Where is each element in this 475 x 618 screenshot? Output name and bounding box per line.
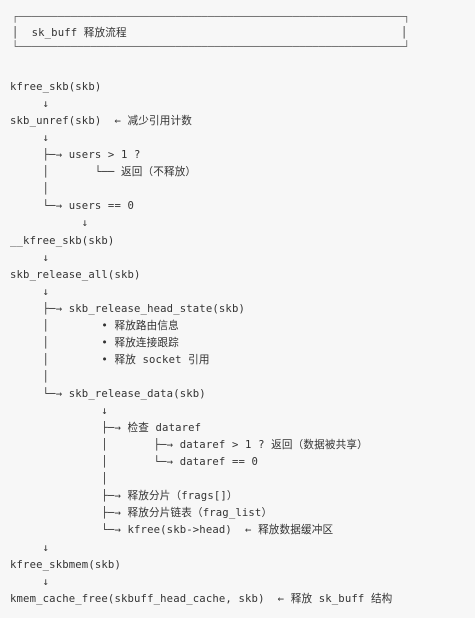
code-line: skb_release_all(skb) [10, 269, 141, 281]
code-line: skb_unref(skb) ← 减少引用计数 [10, 115, 192, 127]
code-line: ↓ [10, 576, 50, 588]
code-line: │ • 释放路由信息 [10, 320, 179, 332]
code-line: ├─→ skb_release_head_state(skb) [10, 303, 246, 315]
title-box-title: │ sk_buff 释放流程 │ [12, 27, 408, 39]
code-line: │ [10, 183, 50, 195]
code-line: │ [10, 371, 50, 383]
code-line: ↓ [10, 217, 89, 229]
code-line: ├─→ 释放分片（frags[]） [10, 490, 238, 502]
code-line: kfree_skbmem(skb) [10, 559, 121, 571]
title-box-top: ┌───────────────────────────────────────… [12, 11, 411, 23]
code-line: ↓ [10, 542, 50, 554]
code-line: ↓ [10, 286, 50, 298]
code-line: ├─→ users > 1 ? [10, 149, 141, 161]
code-line: │ [10, 473, 108, 485]
code-line: ↓ [10, 98, 50, 110]
code-line: └─→ users == 0 [10, 200, 135, 212]
code-line: │ • 释放 socket 引用 [10, 354, 210, 366]
code-line: ├─→ 释放分片链表（frag_list） [10, 507, 273, 519]
code-line: kfree_skb(skb) [10, 81, 102, 93]
code-line: ↓ [10, 252, 50, 264]
title-box-bottom: └───────────────────────────────────────… [12, 41, 411, 53]
code-line: ↓ [10, 132, 50, 144]
code-line: __kfree_skb(skb) [10, 235, 115, 247]
code-line: │ └─→ dataref == 0 [10, 456, 259, 468]
code-line: │ • 释放连接跟踪 [10, 337, 179, 349]
code-line: │ ├─→ dataref > 1 ? 返回（数据被共享） [10, 439, 368, 451]
code-line: └─→ skb_release_data(skb) [10, 388, 206, 400]
code-line: │ └── 返回（不释放） [10, 166, 197, 178]
code-line: kmem_cache_free(skbuff_head_cache, skb) … [10, 593, 393, 605]
code-line: ├─→ 检查 dataref [10, 422, 202, 434]
code-line: └─→ kfree(skb->head) ← 释放数据缓冲区 [10, 524, 334, 536]
code-line: ↓ [10, 405, 108, 417]
